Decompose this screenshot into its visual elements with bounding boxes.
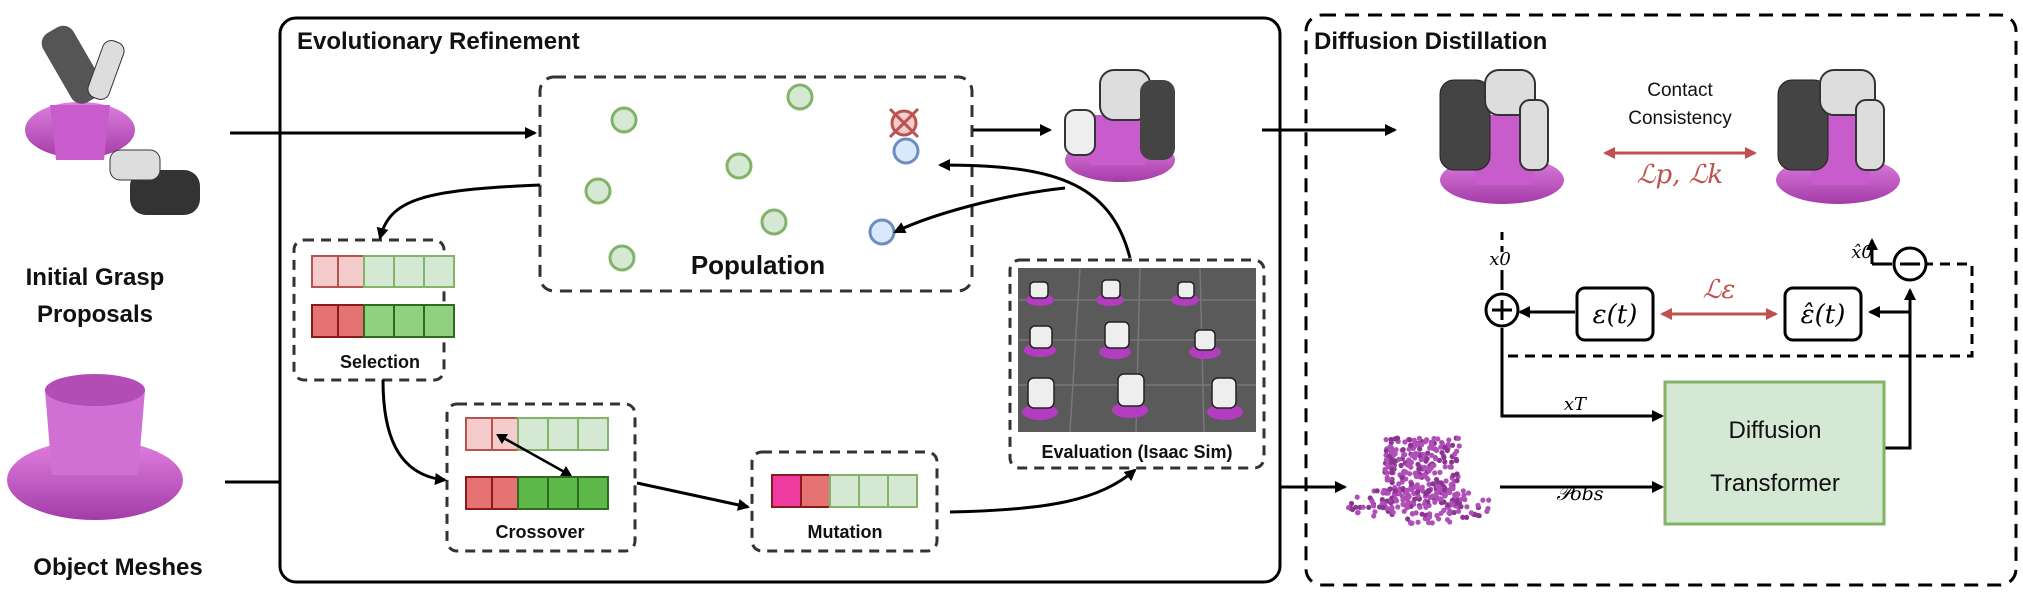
selection-to-crossover-arrow (381, 379, 447, 485)
individual-dot (584, 177, 612, 205)
population-to-selection-arrow (376, 183, 541, 240)
distillation-title: Diffusion Distillation (1314, 28, 1547, 55)
new-individual-dot (892, 137, 920, 165)
transformer-label-1: Diffusion (1729, 417, 1822, 444)
isaac-sim-image (1018, 267, 1256, 433)
predicted-noise-box (1783, 286, 1863, 342)
individual-dot (610, 106, 638, 134)
reject-cross-icon (888, 107, 920, 139)
point-cloud-image (1346, 435, 1492, 527)
grasp-proposals-label-1: Initial Grasp (26, 264, 165, 291)
individual-dot (608, 244, 636, 272)
evaluation-box (1008, 258, 1266, 470)
noise-box (1575, 286, 1655, 342)
mutation-chromosome (771, 474, 918, 508)
population-box (538, 75, 974, 293)
selection-chromosome-faded (311, 255, 455, 288)
evaluation-to-population-arrow-2 (893, 186, 1066, 234)
crossover-chromosome-bottom (465, 476, 609, 510)
contact-loss-label: ℒp, ℒk (1637, 160, 1723, 190)
noise-loss-label: ℒε (1703, 275, 1736, 305)
population-label: Population (691, 250, 825, 280)
refined-grasp-image (1064, 69, 1175, 182)
evolution-panel (278, 16, 1282, 584)
evaluation-to-population-arrow-1 (938, 159, 1132, 259)
individual-dot (786, 83, 814, 111)
diffusion-transformer-box (1663, 380, 1886, 526)
crossover-box (445, 402, 637, 553)
population-dots (584, 83, 920, 272)
crossover-swap-arrow (499, 434, 569, 476)
mutation-to-evaluation-arrow (949, 468, 1137, 514)
distillation-grasp-x0-image (1439, 69, 1564, 204)
transformer-to-minus-arrow (1884, 288, 1916, 450)
object-meshes-label: Object Meshes (33, 554, 202, 581)
grasp-proposals-image (25, 25, 200, 215)
transformer-label-2: Transformer (1710, 470, 1840, 497)
new-individual-dot (868, 218, 896, 246)
distillation-grasp-x0-hat-image (1776, 69, 1900, 204)
selection-chromosome (311, 304, 455, 338)
predicted-noise-label: ε̂(t) (1801, 300, 1846, 330)
noise-label: ε(t) (1593, 300, 1638, 330)
mutation-box (750, 450, 939, 553)
crossover-chromosome-top (465, 417, 609, 451)
contact-label-1: Contact (1647, 80, 1713, 101)
xt-arrow (1500, 328, 1664, 422)
distillation-panel (1304, 13, 2018, 587)
mutation-label: Mutation (808, 522, 883, 542)
selection-label: Selection (340, 352, 420, 372)
contact-label-2: Consistency (1628, 108, 1732, 129)
pobs-label: 𝒫obs (1556, 483, 1603, 505)
x0-label: x0 (1489, 249, 1511, 270)
individual-dot (760, 208, 788, 236)
evaluation-label: Evaluation (Isaac Sim) (1041, 442, 1232, 462)
xt-label: xT (1564, 394, 1588, 415)
crossover-label: Crossover (495, 522, 584, 542)
crossover-to-mutation-arrow (636, 481, 750, 511)
x0-hat-label: x̂0 (1851, 242, 1873, 263)
evolution-title: Evolutionary Refinement (297, 28, 580, 55)
object-mesh-image (7, 374, 183, 520)
individual-dot (725, 152, 753, 180)
grasp-proposals-label-2: Proposals (37, 301, 153, 328)
